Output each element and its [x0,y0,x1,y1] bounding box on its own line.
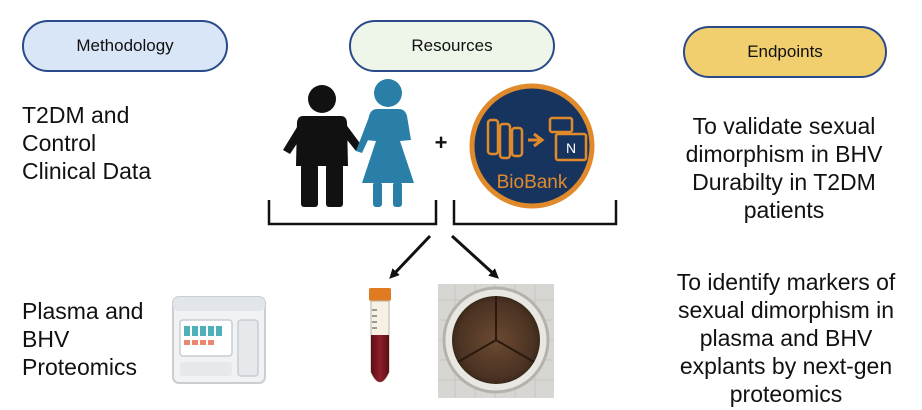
endpoint-line: To validate sexual [692,113,876,139]
endpoint-line: plasma and BHV [699,325,873,351]
plus-sign: + [435,130,448,155]
methodology-line: Clinical Data [22,158,152,184]
resources-header-label: Resources [411,36,493,55]
male-person-icon [283,85,362,207]
bracket-left [267,200,438,226]
biobank-icon: N BioBank [469,83,595,209]
methodology-line: Proteomics [22,354,138,380]
endpoint-line: sexual dimorphism in [677,297,895,323]
endpoint-line: Durabilty in T2DM [692,169,876,195]
methodology-proteomics: Plasma and BHV Proteomics [22,297,182,381]
endpoints-header-label: Endpoints [747,42,823,61]
endpoint-validate: To validate sexual dimorphism in BHV Dur… [664,112,904,224]
arrow-to-blood-tube [389,234,432,279]
methodology-line: BHV [22,326,70,352]
endpoint-identify: To identify markers of sexual dimorphism… [650,268,922,408]
mass-spectrometer-icon [172,296,266,384]
methodology-line: Control [22,130,97,156]
resources-header: Resources [349,20,555,72]
arrow-to-valve [450,234,499,279]
biobank-box-letter: N [566,140,576,156]
endpoint-line: patients [743,197,825,223]
endpoint-line: proteomics [729,381,843,407]
endpoint-line: explants by next-gen [679,353,893,379]
methodology-header-label: Methodology [76,36,174,55]
female-person-icon [356,79,414,207]
methodology-line: T2DM and [22,102,130,128]
biobank-label: BioBank [497,172,568,193]
methodology-clinical-data: T2DM and Control Clinical Data [22,101,222,185]
endpoints-header: Endpoints [683,26,887,78]
blood-tube-icon [369,288,391,383]
endpoint-line: dimorphism in BHV [685,141,883,167]
heart-valve-photo [438,284,554,398]
bracket-right [452,200,618,226]
methodology-header: Methodology [22,20,228,72]
endpoint-line: To identify markers of [676,269,896,295]
methodology-line: Plasma and [22,298,144,324]
